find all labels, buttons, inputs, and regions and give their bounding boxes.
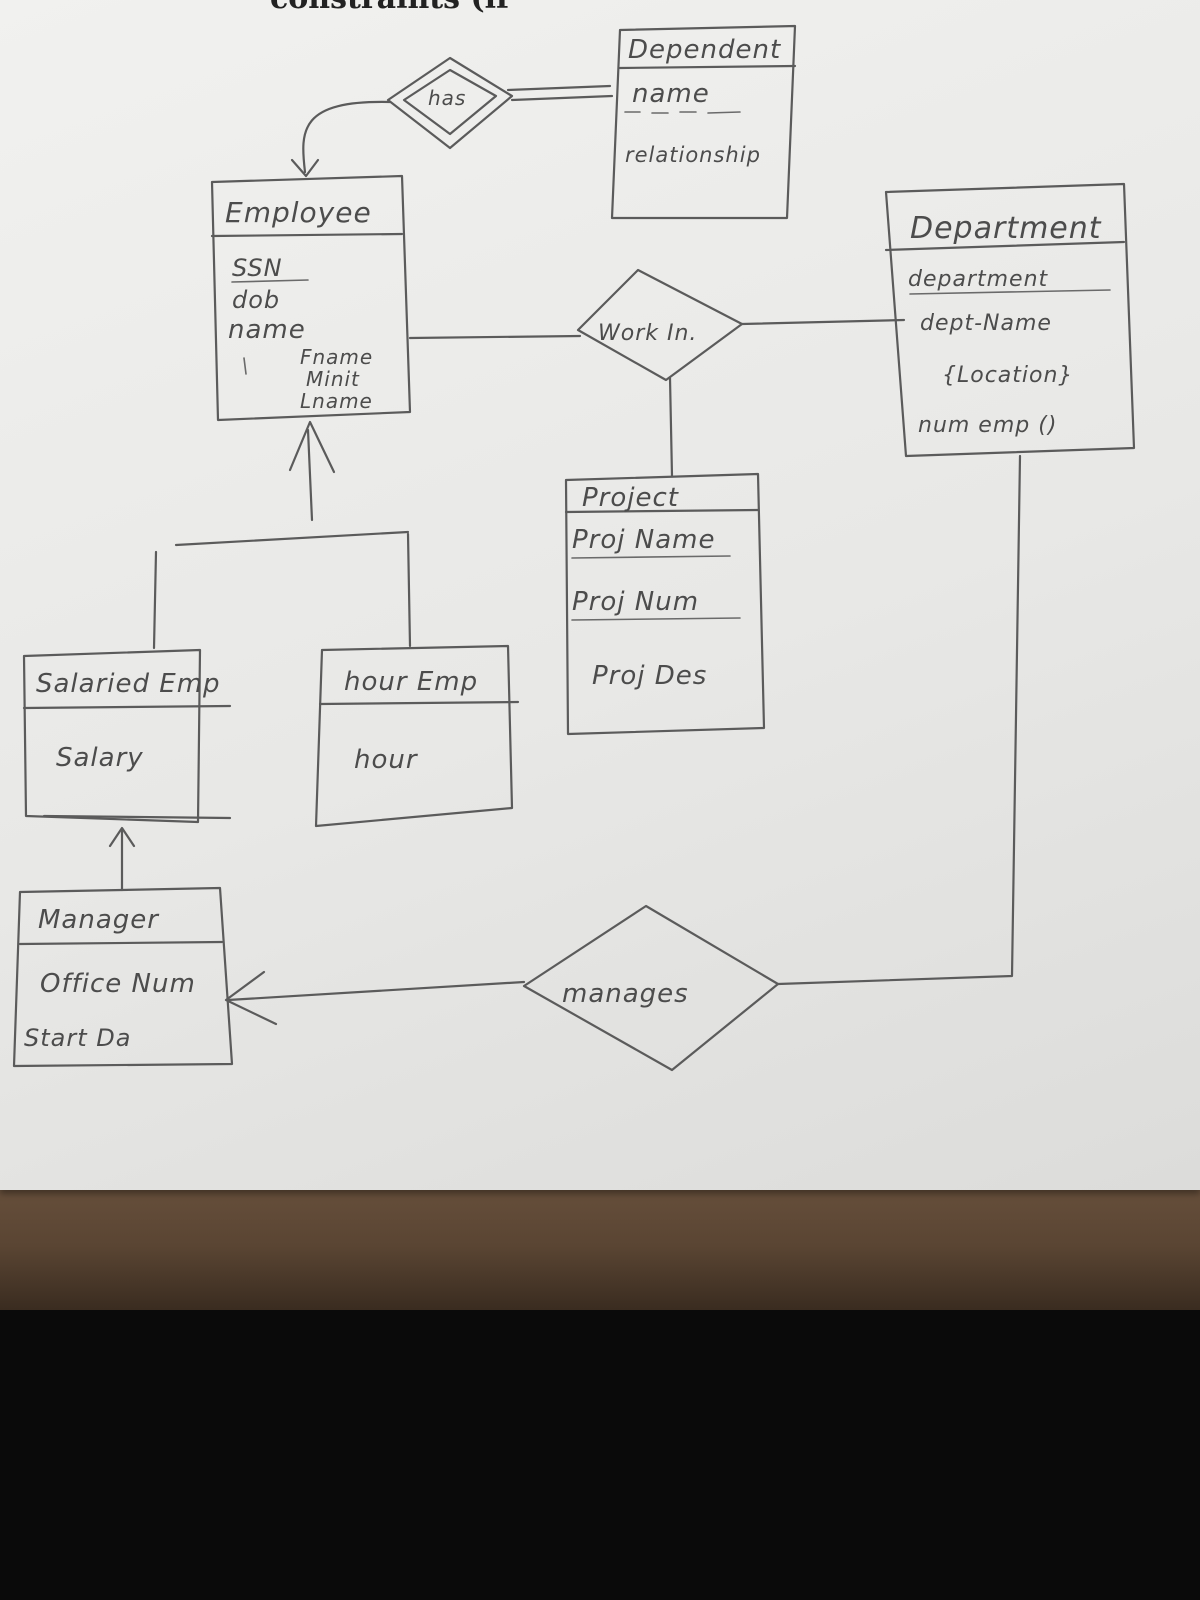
department-attr-num-emp: num emp () bbox=[918, 413, 1057, 438]
salaried-attr-salary: Salary bbox=[56, 743, 144, 773]
isa-to-salaried bbox=[152, 550, 158, 650]
relationship-manages[interactable]: manages bbox=[522, 904, 780, 1072]
relationship-work-in[interactable]: Work In. bbox=[576, 268, 744, 382]
manager-attr-start-da: Start Da bbox=[24, 1024, 131, 1052]
manager-salaried-arrowhead bbox=[108, 826, 136, 848]
has-label: has bbox=[428, 86, 466, 110]
department-attr-location: {Location} bbox=[942, 363, 1073, 388]
employee-attr-minit: Minit bbox=[306, 367, 360, 391]
hour-emp-attr-hour: hour bbox=[354, 745, 419, 775]
employee-attr-name: name bbox=[228, 315, 306, 345]
er-diagram: constraints (if Dependent name relations… bbox=[12, 0, 1136, 1072]
has-employee-arrowhead bbox=[290, 158, 320, 178]
entity-employee[interactable]: Employee SSN dob name Fname Minit Lname bbox=[210, 174, 412, 422]
projnum-key-underline bbox=[571, 617, 741, 621]
employee-attr-fname: Fname bbox=[300, 345, 373, 369]
department-attr-department: department bbox=[908, 267, 1049, 292]
has-employee-line bbox=[302, 100, 392, 174]
manages-department-line bbox=[776, 454, 1022, 986]
employee-attr-lname: Lname bbox=[300, 389, 373, 413]
manager-title: Manager bbox=[38, 905, 160, 935]
entity-project[interactable]: Project Proj Name Proj Num Proj Des bbox=[564, 472, 766, 736]
manages-manager-arrowhead bbox=[224, 970, 278, 1026]
manages-label: manages bbox=[562, 979, 689, 1009]
employee-attr-ssn: SSN bbox=[232, 254, 283, 282]
relationship-has[interactable]: has bbox=[386, 56, 514, 150]
manager-attr-office-num: Office Num bbox=[40, 969, 196, 999]
employee-title: Employee bbox=[225, 196, 372, 229]
project-attr-num: Proj Num bbox=[572, 587, 699, 617]
salaried-title: Salaried Emp bbox=[36, 669, 221, 699]
hour-emp-title: hour Emp bbox=[344, 667, 478, 697]
paper-sheet: constraints (if Dependent name relations… bbox=[0, 0, 1200, 1190]
department-title: Department bbox=[910, 211, 1102, 246]
entity-department[interactable]: Department department dept-Name {Locatio… bbox=[884, 182, 1136, 458]
workin-project-line bbox=[668, 376, 674, 478]
entity-dependent[interactable]: Dependent name relationship bbox=[610, 24, 797, 220]
isa-stem bbox=[306, 428, 314, 522]
employee-attr-dob: dob bbox=[232, 286, 280, 314]
isa-arrowhead bbox=[288, 420, 336, 474]
composite-tick bbox=[243, 357, 247, 375]
dependent-attr-relationship: relationship bbox=[625, 143, 761, 167]
manages-manager-line bbox=[226, 980, 526, 1002]
partial-key-dashes bbox=[624, 111, 741, 114]
dependent-attr-name: name bbox=[632, 79, 710, 109]
department-key-underline bbox=[909, 289, 1111, 295]
workin-department-line bbox=[740, 318, 906, 326]
entity-manager[interactable]: Manager Office Num Start Da bbox=[12, 886, 234, 1068]
entity-salaried-emp[interactable]: Salaried Emp Salary bbox=[22, 648, 232, 824]
ssn-key-underline bbox=[231, 279, 309, 283]
work-in-label: Work In. bbox=[598, 321, 697, 346]
header-fragment: constraints (if bbox=[270, 0, 511, 16]
project-attr-des: Proj Des bbox=[592, 661, 707, 691]
department-attr-dept-name: dept-Name bbox=[920, 311, 1052, 336]
dependent-title: Dependent bbox=[628, 35, 781, 65]
has-dependent-line-2 bbox=[510, 94, 614, 102]
project-attr-name: Proj Name bbox=[572, 525, 715, 555]
employee-workin-line bbox=[408, 334, 582, 340]
has-dependent-line-1 bbox=[506, 84, 612, 92]
projname-key-underline bbox=[571, 555, 731, 559]
isa-to-hour bbox=[406, 532, 412, 648]
project-title: Project bbox=[582, 483, 679, 513]
entity-hour-emp[interactable]: hour Emp hour bbox=[314, 644, 520, 828]
isa-bar bbox=[174, 530, 410, 547]
